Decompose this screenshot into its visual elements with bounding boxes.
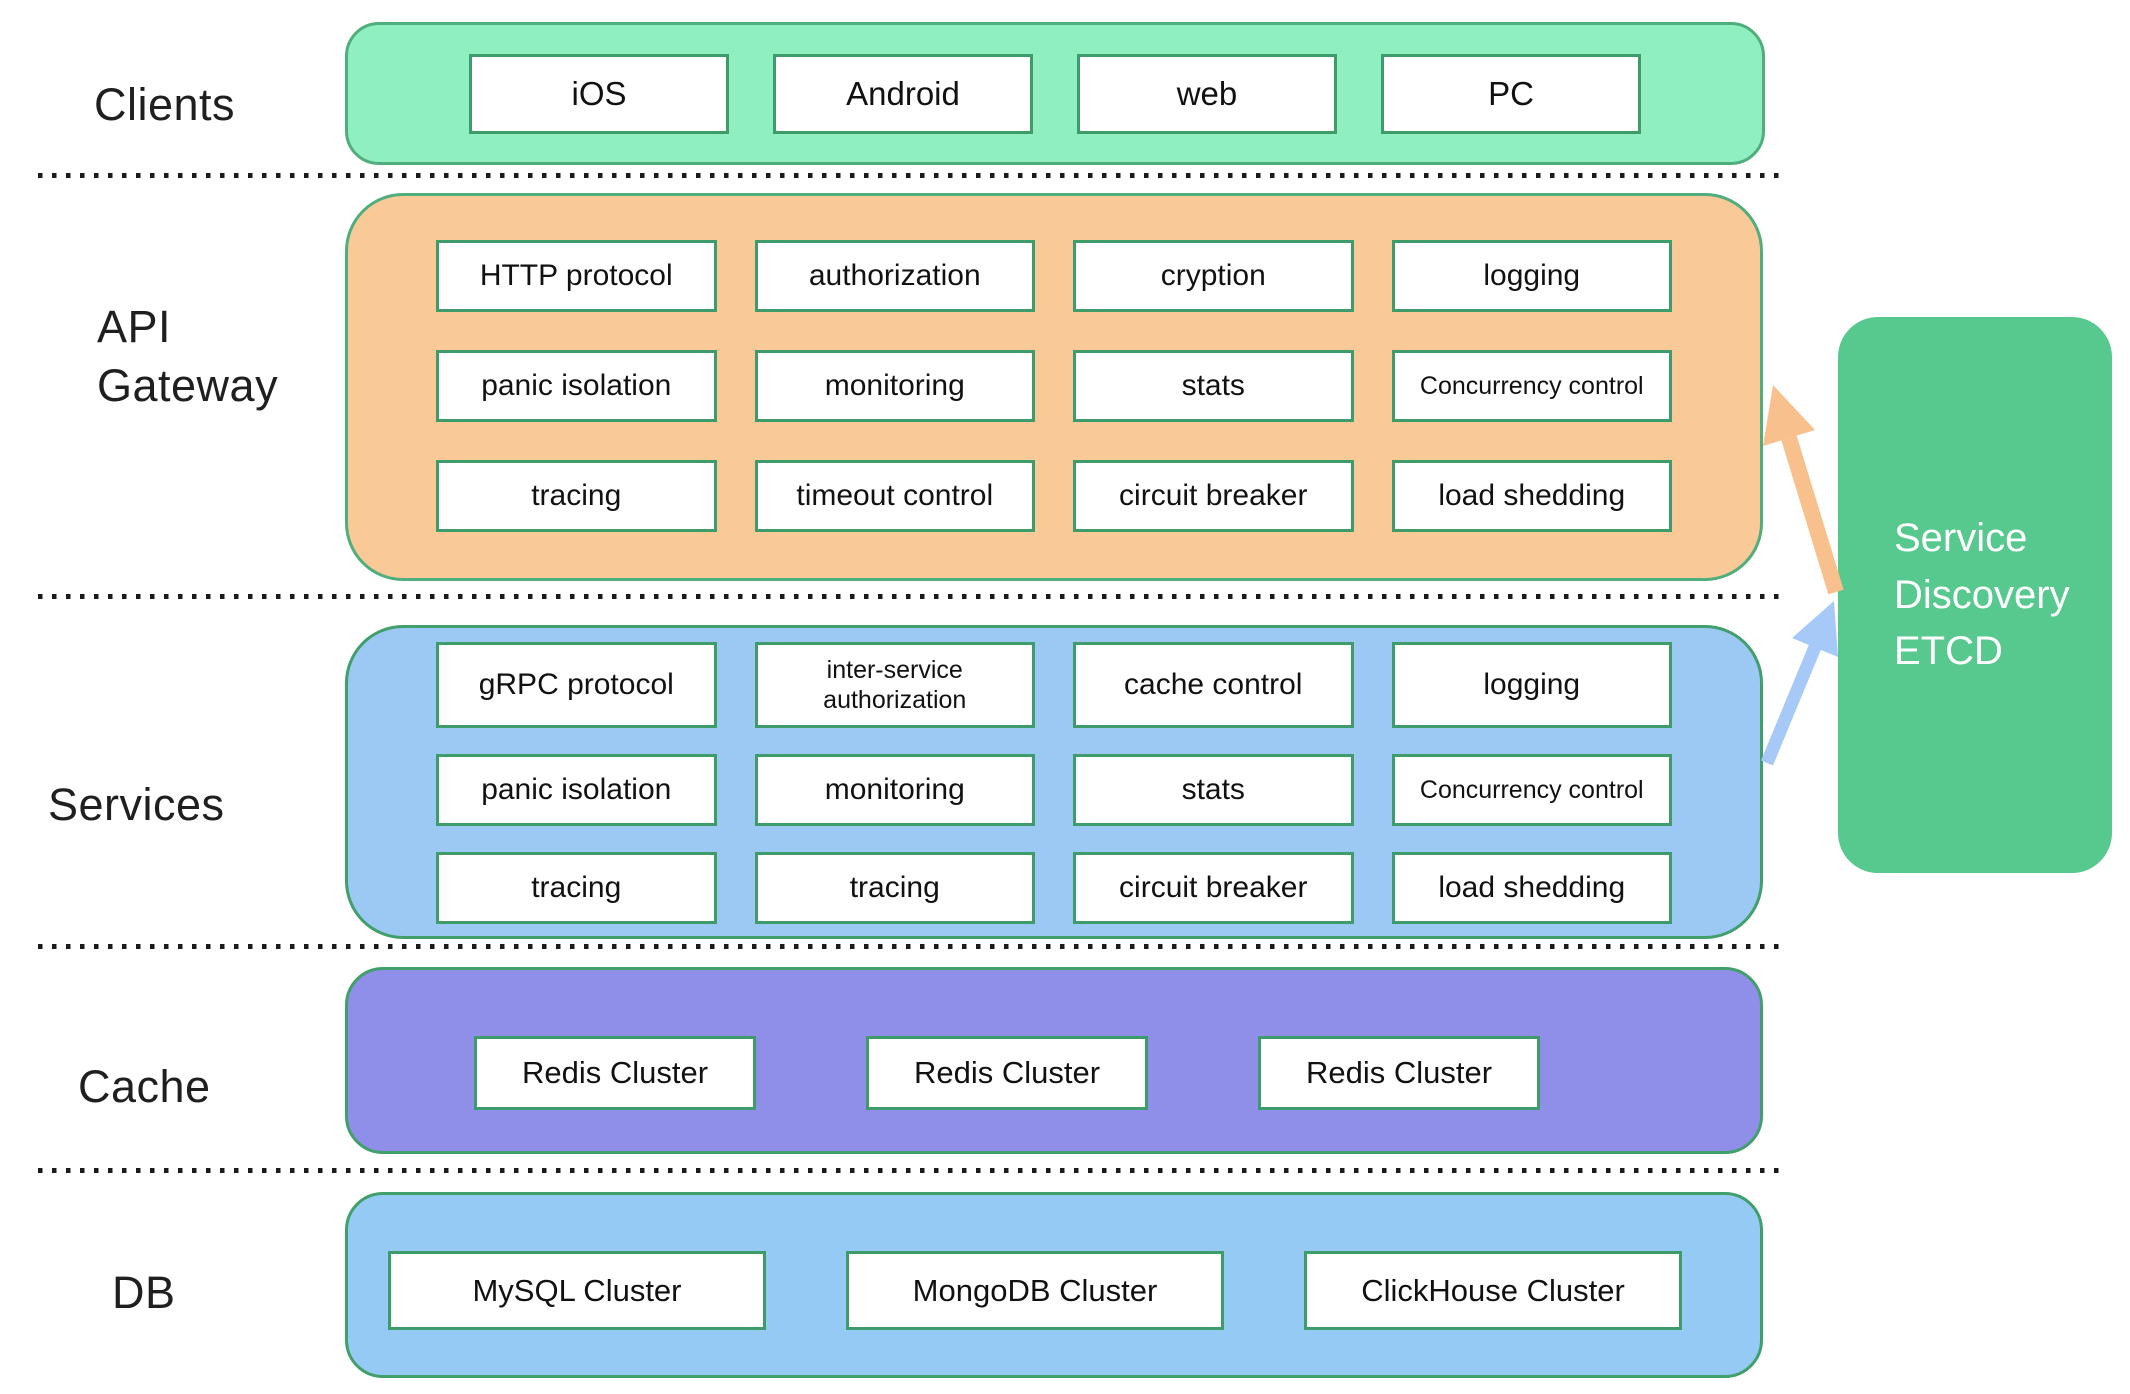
services-to-discovery-arrow-line xyxy=(1760,644,1822,766)
service-feature: inter-service authorization xyxy=(754,642,1035,728)
separator-cache-db xyxy=(38,1168,1780,1173)
client-box-pc: PC xyxy=(1381,53,1641,134)
separator-services-cache xyxy=(38,944,1780,949)
discovery-to-gateway-arrow-line xyxy=(1781,435,1844,595)
client-box-android: Android xyxy=(773,53,1033,134)
gateway-feature: HTTP protocol xyxy=(436,240,717,312)
service-feature: load shedding xyxy=(1391,852,1672,924)
gateway-feature: stats xyxy=(1073,350,1354,422)
gateway-feature: tracing xyxy=(436,460,717,532)
gateway-feature: panic isolation xyxy=(436,350,717,422)
mysql-cluster-box: MySQL Cluster xyxy=(388,1251,766,1330)
separator-gateway-services xyxy=(38,594,1780,599)
services-to-discovery-arrowhead xyxy=(1792,601,1838,657)
separator-clients-gateway xyxy=(38,173,1780,178)
clickhouse-cluster-box: ClickHouse Cluster xyxy=(1304,1251,1682,1330)
service-feature: cache control xyxy=(1073,642,1354,728)
api-gateway-band: HTTP protocol authorization cryption log… xyxy=(345,193,1763,581)
layer-label-cache: Cache xyxy=(78,1061,211,1112)
service-feature: stats xyxy=(1073,754,1354,826)
service-feature: gRPC protocol xyxy=(436,642,717,728)
clients-band: iOS Android web PC xyxy=(345,22,1765,165)
db-band: MySQL Cluster MongoDB Cluster ClickHouse… xyxy=(345,1192,1763,1378)
gateway-feature: logging xyxy=(1391,240,1672,312)
gateway-feature: timeout control xyxy=(754,460,1035,532)
gateway-feature: monitoring xyxy=(754,350,1035,422)
redis-cluster-box: Redis Cluster xyxy=(866,1036,1148,1110)
mongodb-cluster-box: MongoDB Cluster xyxy=(846,1251,1224,1330)
redis-cluster-box: Redis Cluster xyxy=(1258,1036,1540,1110)
redis-cluster-box: Redis Cluster xyxy=(474,1036,756,1110)
gateway-feature: circuit breaker xyxy=(1073,460,1354,532)
service-feature: logging xyxy=(1391,642,1672,728)
gateway-feature: load shedding xyxy=(1391,460,1672,532)
service-feature: panic isolation xyxy=(436,754,717,826)
services-band: gRPC protocol inter-service authorizatio… xyxy=(345,625,1763,939)
layer-label-services: Services xyxy=(48,779,225,830)
service-feature: tracing xyxy=(754,852,1035,924)
service-discovery-box: Service Discovery ETCD xyxy=(1838,317,2112,873)
layer-label-db: DB xyxy=(112,1267,176,1318)
gateway-feature: cryption xyxy=(1073,240,1354,312)
gateway-feature: Concurrency control xyxy=(1391,350,1672,422)
service-discovery-label: Service Discovery ETCD xyxy=(1894,515,2070,674)
service-feature: tracing xyxy=(436,852,717,924)
layer-label-api-gateway: API Gateway xyxy=(97,301,279,411)
service-feature: circuit breaker xyxy=(1073,852,1354,924)
gateway-feature: authorization xyxy=(754,240,1035,312)
service-feature: Concurrency control xyxy=(1391,754,1672,826)
client-box-ios: iOS xyxy=(469,53,729,134)
layer-label-clients: Clients xyxy=(94,79,236,130)
service-feature: monitoring xyxy=(754,754,1035,826)
client-box-web: web xyxy=(1077,53,1337,134)
cache-band: Redis Cluster Redis Cluster Redis Cluste… xyxy=(345,967,1763,1154)
discovery-to-gateway-arrowhead xyxy=(1763,385,1815,446)
